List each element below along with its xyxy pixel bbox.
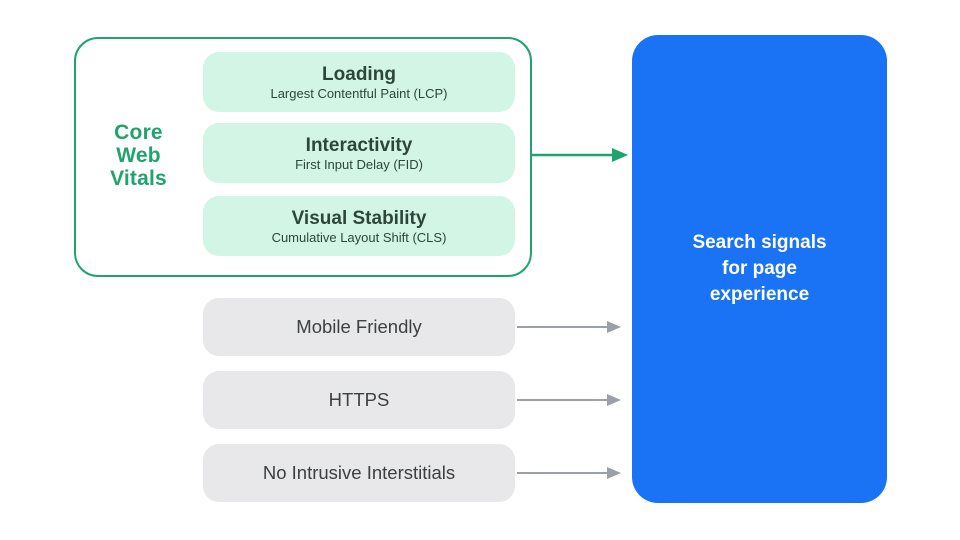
https-card: HTTPS <box>203 371 515 429</box>
mobile-friendly-arrow <box>517 321 621 333</box>
visual-stability-card: Visual Stability Cumulative Layout Shift… <box>203 196 515 256</box>
https-arrow <box>517 394 621 406</box>
no-intrusive-interstitials-label: No Intrusive Interstitials <box>262 462 456 483</box>
interactivity-card: Interactivity First Input Delay (FID) <box>203 123 515 183</box>
mobile-friendly-card: Mobile Friendly <box>203 298 515 356</box>
no-intrusive-interstitials-card: No Intrusive Interstitials <box>203 444 515 502</box>
search-signals-label: Search signals for page experience <box>692 232 827 305</box>
no-intrusive-interstitials-arrow <box>517 467 621 479</box>
core-web-vitals-label: Core Web Vitals <box>110 121 167 190</box>
loading-subtitle: Largest Contentful Paint (LCP) <box>270 85 448 101</box>
visual-stability-title: Visual Stability <box>291 207 427 229</box>
search-signals-box: Search signals for page experience <box>632 35 887 503</box>
loading-title: Loading <box>322 63 396 85</box>
core-web-vitals-arrow <box>532 148 628 162</box>
mobile-friendly-label: Mobile Friendly <box>296 316 422 337</box>
https-label: HTTPS <box>328 389 390 410</box>
interactivity-title: Interactivity <box>305 134 413 156</box>
visual-stability-subtitle: Cumulative Layout Shift (CLS) <box>271 229 447 245</box>
loading-card: Loading Largest Contentful Paint (LCP) <box>203 52 515 112</box>
interactivity-subtitle: First Input Delay (FID) <box>295 156 423 172</box>
